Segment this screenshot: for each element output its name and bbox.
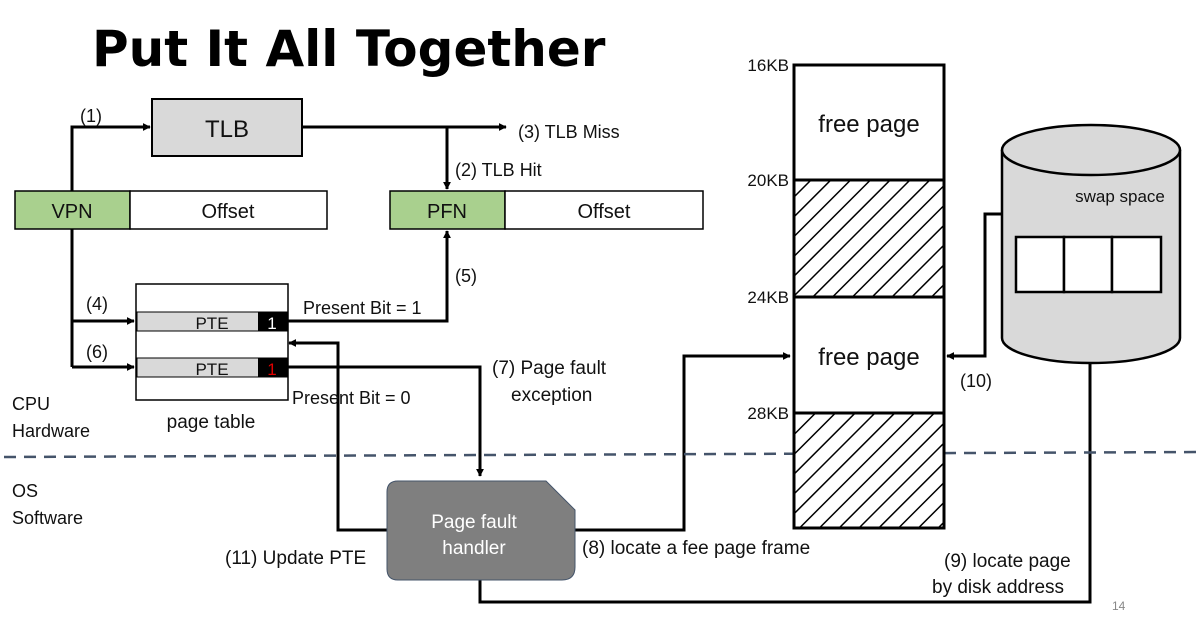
swap-space-label: swap space bbox=[1075, 187, 1165, 206]
vpn-box bbox=[14, 190, 131, 230]
memory-block-used-1 bbox=[792, 178, 946, 299]
step-4-label: (4) bbox=[86, 294, 108, 314]
tlb-label: TLB bbox=[205, 116, 249, 143]
swap-slot-3 bbox=[1110, 235, 1163, 294]
step-1-label: (1) bbox=[80, 106, 102, 126]
pa-offset-label: Offset bbox=[578, 201, 631, 223]
os-label-line1: OS bbox=[12, 481, 38, 501]
swap-slot-2 bbox=[1062, 235, 1114, 294]
pfn-label: PFN bbox=[427, 201, 467, 223]
memory-block-free-2 bbox=[792, 295, 946, 415]
step-8-label: (8) locate a fee page frame bbox=[582, 538, 810, 559]
cpu-label-line2: Hardware bbox=[12, 421, 90, 441]
step-9-label-line2: by disk address bbox=[932, 577, 1064, 598]
hw-sw-boundary bbox=[3, 450, 1202, 459]
step-7-label-line2: exception bbox=[511, 385, 592, 406]
tlb-box bbox=[151, 98, 303, 157]
step-3-label: (3) TLB Miss bbox=[518, 122, 620, 142]
present-bit-one-label: Present Bit = 1 bbox=[303, 298, 422, 318]
os-label-line2: Software bbox=[12, 508, 83, 528]
arrow-update-pte bbox=[288, 339, 387, 532]
step-10-label: (10) bbox=[960, 371, 992, 391]
step-9-label-line1: (9) locate page bbox=[944, 551, 1071, 572]
pte-bit-cell-1 bbox=[258, 312, 287, 331]
memory-block-used-2 bbox=[792, 411, 946, 530]
arrow-vpn-to-tlb bbox=[70, 123, 151, 191]
handler-label-line1: Page fault bbox=[431, 512, 517, 533]
slide-title: Put It All Together bbox=[92, 20, 606, 78]
pte-label-1: PTE bbox=[195, 314, 228, 333]
pte-bit-1: 1 bbox=[267, 314, 276, 333]
page-fault-handler-shape bbox=[386, 480, 576, 581]
present-bit-zero-label: Present Bit = 0 bbox=[292, 388, 411, 408]
cpu-label-line1: CPU bbox=[12, 394, 50, 414]
pa-offset-box bbox=[504, 190, 704, 230]
step-7-label-line1: (7) Page fault bbox=[492, 358, 607, 379]
handler-label-line2: handler bbox=[442, 538, 506, 559]
free-page-label-top: free page bbox=[818, 111, 919, 138]
pte-bit-2: 1 bbox=[267, 360, 276, 379]
step-5-label: (5) bbox=[455, 266, 477, 286]
pte-label-2: PTE bbox=[195, 360, 228, 379]
disk-top bbox=[1000, 123, 1182, 177]
step-6-label: (6) bbox=[86, 342, 108, 362]
step-11-label: (11) Update PTE bbox=[225, 548, 366, 569]
address-20kb: 20KB bbox=[747, 171, 789, 190]
address-16kb: 16KB bbox=[747, 56, 789, 75]
vpn-label: VPN bbox=[51, 201, 92, 223]
address-28kb: 28KB bbox=[747, 404, 789, 423]
page-number: 14 bbox=[1112, 599, 1126, 613]
arrow-locate-disk bbox=[478, 295, 1094, 604]
page-table-box bbox=[135, 283, 289, 401]
free-page-label-bottom: free page bbox=[818, 344, 919, 371]
va-offset-box bbox=[129, 190, 328, 230]
swap-slot-1 bbox=[1014, 235, 1066, 294]
address-24kb: 24KB bbox=[747, 288, 789, 307]
arrow-page-fault bbox=[287, 365, 484, 477]
pte-bit-cell-2 bbox=[258, 358, 287, 377]
page-table-caption: page table bbox=[167, 412, 256, 433]
va-offset-label: Offset bbox=[202, 201, 255, 223]
arrow-pte-to-pfn bbox=[287, 230, 451, 323]
arrow-locate-frame bbox=[575, 352, 791, 532]
step-2-label: (2) TLB Hit bbox=[455, 160, 542, 180]
